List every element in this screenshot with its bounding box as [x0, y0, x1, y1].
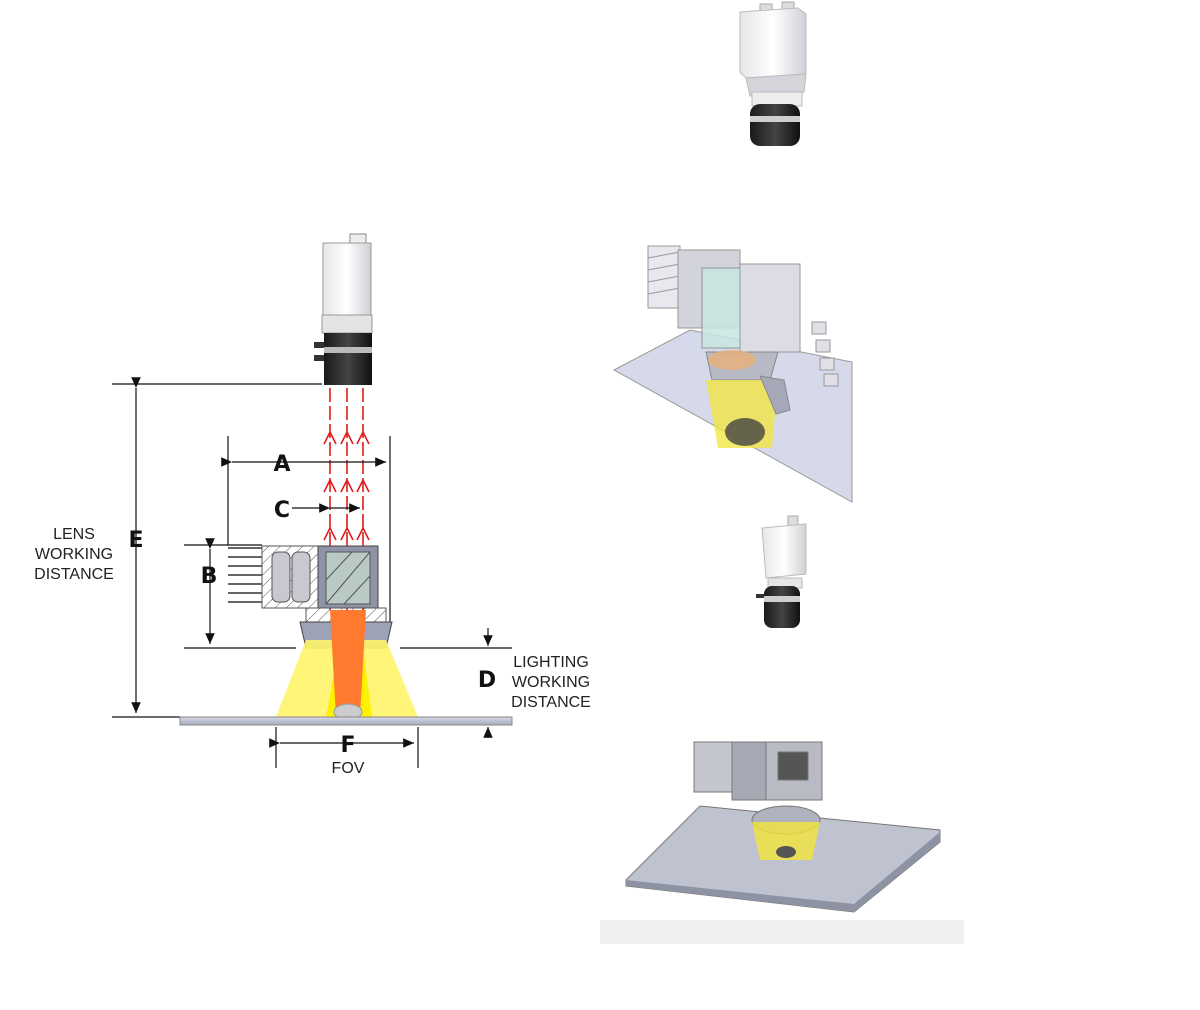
- assembly-render-bottom: [625, 741, 941, 913]
- label-c: C: [274, 498, 290, 523]
- connector-block: [647, 245, 681, 309]
- camera-render-top: [739, 1, 807, 146]
- label-lens-working-distance: LENS WORKING DISTANCE: [34, 526, 114, 583]
- camera-render-small: [756, 515, 807, 628]
- dimension-e: [112, 377, 322, 718]
- label-lighting-working-distance: LIGHTING WORKING DISTANCE: [511, 654, 591, 711]
- caption-bar: [600, 920, 964, 944]
- camera-icon: [314, 233, 373, 385]
- base-plate: [179, 716, 513, 726]
- dimension-d: [400, 628, 512, 738]
- svg-text:LIGHTING: LIGHTING: [513, 654, 589, 671]
- label-a: A: [273, 452, 290, 477]
- light-housing: [228, 545, 393, 649]
- label-b: B: [201, 564, 218, 589]
- label-f: F: [340, 733, 355, 758]
- svg-text:LENS: LENS: [53, 526, 95, 543]
- dimension-a: [221, 436, 391, 625]
- svg-text:WORKING: WORKING: [512, 674, 590, 691]
- label-d: D: [478, 668, 496, 693]
- light-cones: [276, 610, 418, 721]
- section-diagram: A C B E D F FOV LENS WORKING DISTANCE LI…: [34, 233, 591, 777]
- dimension-f: [269, 727, 419, 768]
- side-connectors: [811, 321, 839, 387]
- svg-text:WORKING: WORKING: [35, 546, 113, 563]
- assembly-render-angled: [612, 245, 853, 503]
- dimension-b: [184, 538, 296, 649]
- label-fov: FOV: [332, 760, 365, 777]
- label-e: E: [128, 528, 143, 553]
- svg-text:DISTANCE: DISTANCE: [34, 566, 114, 583]
- svg-text:DISTANCE: DISTANCE: [511, 694, 591, 711]
- connector-pins: [228, 547, 262, 603]
